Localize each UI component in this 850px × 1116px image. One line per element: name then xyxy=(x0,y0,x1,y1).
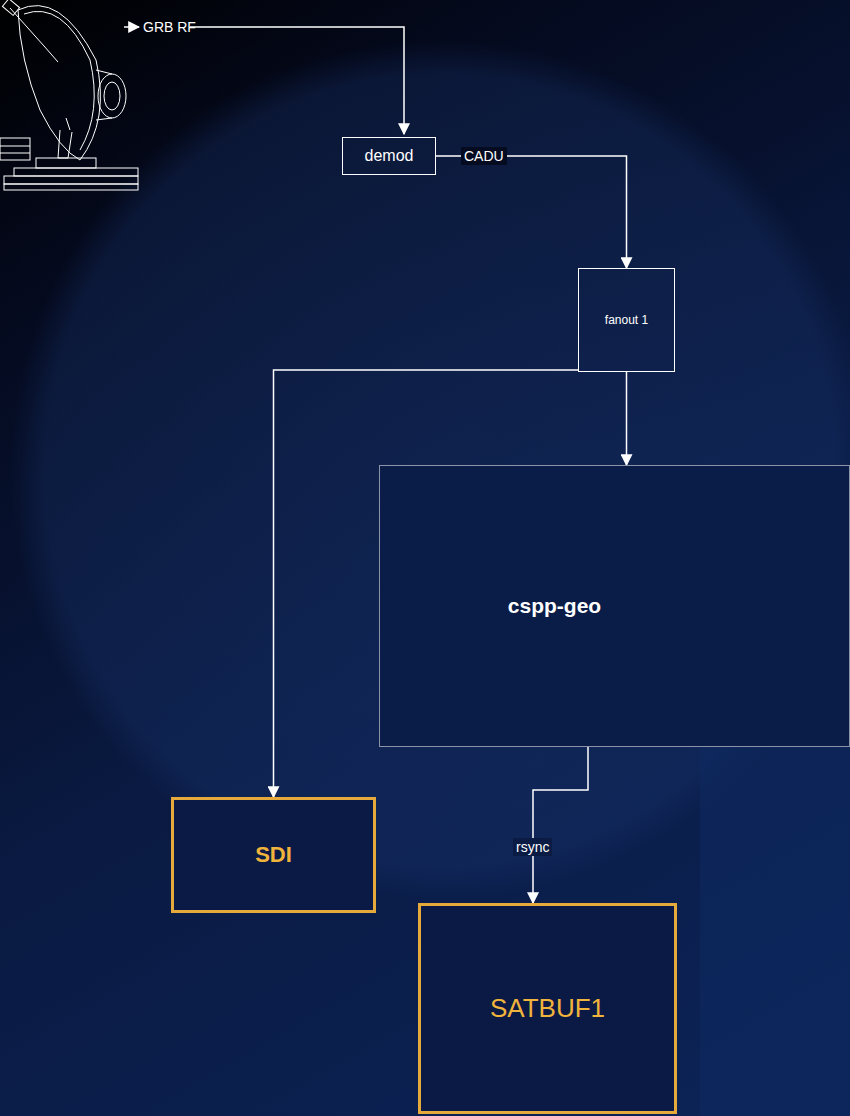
process-box: demod xyxy=(342,137,436,175)
processing-panel: cspp-geo xyxy=(379,465,850,747)
rf-wire xyxy=(124,27,404,134)
node-label: fanout 1 xyxy=(605,313,648,327)
node-label: SATBUF1 xyxy=(490,993,605,1024)
node-label: cspp-geo xyxy=(508,594,601,618)
fanout-box: fanout 1 xyxy=(578,268,675,372)
satellite-dish xyxy=(0,0,138,190)
connector-arrow xyxy=(533,747,588,903)
connector-arrow xyxy=(626,372,628,465)
destination-box: SDI xyxy=(171,797,376,913)
edge-label: CADU xyxy=(461,147,507,165)
node-label: demod xyxy=(365,147,414,165)
destination-box: SATBUF1 xyxy=(418,903,677,1114)
node-label: SDI xyxy=(255,842,292,868)
signal-label: GRB RF xyxy=(140,18,199,36)
connector-arrow xyxy=(436,156,627,268)
edge-label: rsync xyxy=(513,838,552,856)
